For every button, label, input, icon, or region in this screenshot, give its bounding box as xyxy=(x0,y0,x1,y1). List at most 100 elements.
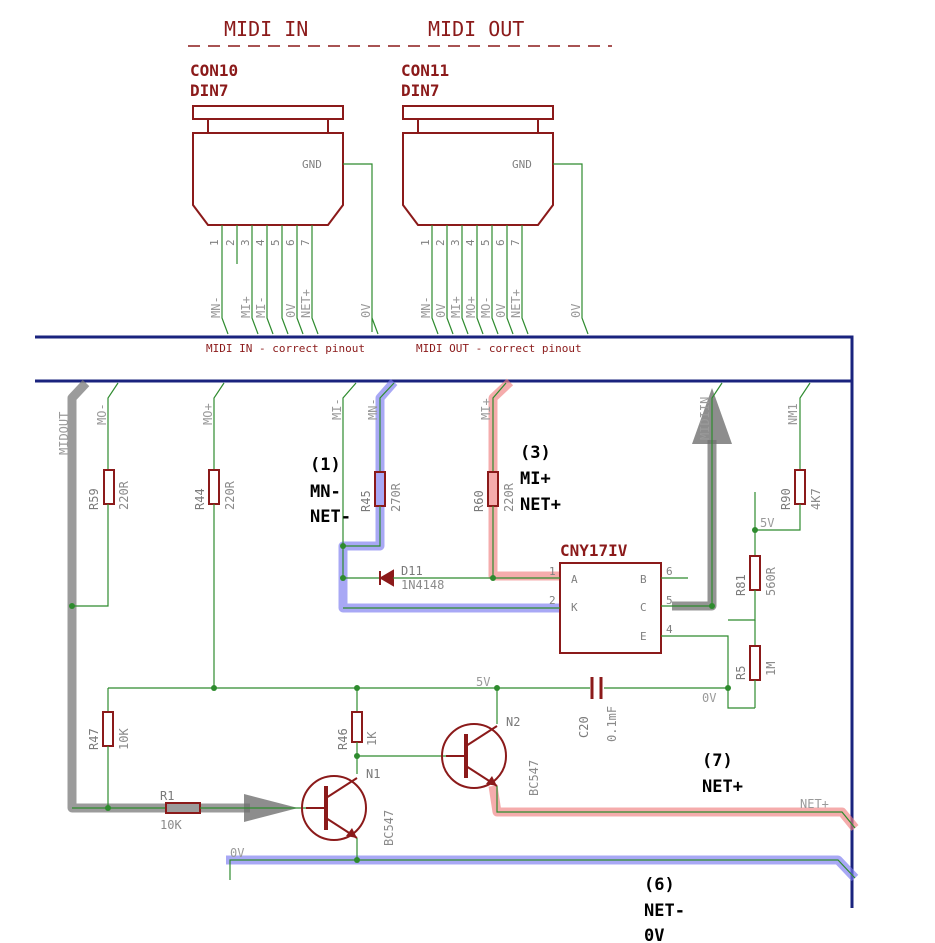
d11-val: 1N4148 xyxy=(401,578,444,592)
r90-val: 4K7 xyxy=(809,488,823,510)
con11-pin-4: 4 xyxy=(464,239,477,246)
con11-net-net-plus: NET+ xyxy=(509,289,523,318)
con11-gnd: GND xyxy=(512,158,532,171)
r45-val: 270R xyxy=(389,482,403,512)
r47-ref: R47 xyxy=(87,728,101,750)
r5-val: 1M xyxy=(764,662,778,676)
annotation-6-num: (6) xyxy=(644,875,675,895)
r45-ref: R45 xyxy=(359,490,373,512)
net-net-plus-label: NET+ xyxy=(800,797,829,811)
highlight-mi-plus-path xyxy=(488,378,560,581)
r1-val: 10K xyxy=(160,818,182,832)
midi-in-pinout-note: MIDI IN - correct pinout xyxy=(206,342,365,355)
con10-net-mi-minus: MI- xyxy=(254,296,268,318)
r1-ref: R1 xyxy=(160,789,174,803)
r60-ref: R60 xyxy=(472,490,486,512)
annotation-1-line1: MN- xyxy=(310,482,341,502)
con10-ref: CON10 xyxy=(190,61,238,80)
con10-gnd: GND xyxy=(302,158,322,171)
con11-pin-7: 7 xyxy=(509,239,522,246)
net-nm1-label: NM1 xyxy=(786,403,800,425)
annotation-3-num: (3) xyxy=(520,443,551,463)
cny17iv-pin-6: 6 xyxy=(666,565,673,578)
r44-ref: R44 xyxy=(193,488,207,510)
annotation-7-line1: NET+ xyxy=(702,777,743,797)
annotation-1-line2: NET- xyxy=(310,507,351,527)
r60-val: 220R xyxy=(502,482,516,512)
r5-ref: R5 xyxy=(734,666,748,680)
con11-pin-5: 5 xyxy=(479,239,492,246)
con11-pin-3: 3 xyxy=(449,239,462,246)
midi-out-title: MIDI OUT xyxy=(428,17,524,41)
transistor-n2: N2 BC547 xyxy=(441,688,541,796)
net-0v-label-bottom: 0V xyxy=(230,846,244,860)
con11-net-0v: 0V xyxy=(434,304,448,318)
con10-pin-1: 1 xyxy=(208,239,221,246)
con10-net-net-plus: NET+ xyxy=(299,289,313,318)
r59-val: 220R xyxy=(117,480,131,510)
net-mn-minus-label: MN- xyxy=(366,398,380,420)
net-midiout-label: MIDOUT xyxy=(57,412,71,455)
r81-ref: R81 xyxy=(734,574,748,596)
con10-pin-7: 7 xyxy=(299,239,312,246)
con10-pin-3: 3 xyxy=(239,239,252,246)
net-mo-plus-label: MO+ xyxy=(201,403,215,425)
net-5v-label-rail: 5V xyxy=(476,675,490,689)
con11-net-mn: MN- xyxy=(419,296,433,318)
net-5v-label-right: 5V xyxy=(760,516,774,530)
c20-val: 0.1mF xyxy=(605,706,619,742)
resistor-r46 xyxy=(351,711,363,743)
con10-pin-5: 5 xyxy=(269,239,282,246)
transistor-n1: N1 BC547 xyxy=(301,767,396,846)
annotation-7-num: (7) xyxy=(702,751,733,771)
con10-net-mn: MN- xyxy=(209,296,223,318)
con10-net-mi-plus: MI+ xyxy=(239,296,253,318)
annotation-3-line2: NET+ xyxy=(520,495,561,515)
cny17iv-pin-4: 4 xyxy=(666,623,673,636)
cny17iv-pin-a: A xyxy=(571,573,578,586)
bus-upper xyxy=(35,335,854,908)
d11-ref: D11 xyxy=(401,564,423,578)
n1-val: BC547 xyxy=(382,810,396,846)
optocoupler-cny17iv: CNY17IV A K B C E 1 2 6 5 4 xyxy=(343,541,755,709)
net-mo-minus-label: MO- xyxy=(95,403,109,425)
cny17iv-pin-2: 2 xyxy=(549,594,556,607)
capacitor-c20 xyxy=(590,677,603,699)
connector-con11: CON11 DIN7 GND 1 2 3 4 5 6 7 MN- 0V MI+ … xyxy=(401,61,589,335)
n2-val: BC547 xyxy=(527,760,541,796)
con11-net-mi-plus: MI+ xyxy=(449,296,463,318)
n2-ref: N2 xyxy=(506,715,520,729)
con11-ref: CON11 xyxy=(401,61,449,80)
con11-type: DIN7 xyxy=(401,81,440,100)
highlight-midiin-path xyxy=(672,440,717,611)
resistor-r59 xyxy=(103,469,115,505)
cny17iv-pin-k: K xyxy=(571,601,578,614)
resistor-r47 xyxy=(102,711,114,747)
cny17iv-pin-1: 1 xyxy=(549,565,556,578)
r59-ref: R59 xyxy=(87,488,101,510)
r81-val: 560R xyxy=(764,566,778,596)
cny17iv-pin-c: C xyxy=(640,601,647,614)
con10-ground-net: 0V xyxy=(359,304,373,318)
con10-type: DIN7 xyxy=(190,81,229,100)
annotation-1-num: (1) xyxy=(310,455,341,475)
r90-ref: R90 xyxy=(779,488,793,510)
net-0v-label-right: 0V xyxy=(702,691,716,705)
annotation-3-line1: MI+ xyxy=(520,469,551,489)
con11-net-mo-minus: MO- xyxy=(479,296,493,318)
con10-net-0v: 0V xyxy=(284,304,298,318)
con10-pin-6: 6 xyxy=(284,239,297,246)
con11-net-0v-b: 0V xyxy=(494,304,508,318)
con11-net-mo-plus: MO+ xyxy=(464,296,478,318)
cny17iv-pin-b: B xyxy=(640,573,647,586)
n1-ref: N1 xyxy=(366,767,380,781)
resistor-r81 xyxy=(749,555,761,591)
midi-in-title: MIDI IN xyxy=(224,17,308,41)
net-mi-plus-label: MI+ xyxy=(479,398,493,420)
midi-out-pinout-note: MIDI OUT - correct pinout xyxy=(416,342,582,355)
con11-ground-net: 0V xyxy=(569,304,583,318)
con11-pin-1: 1 xyxy=(419,239,432,246)
net-midiin-label: MIDIIN xyxy=(698,397,712,440)
connector-con10: CON10 DIN7 GND 1 2 3 4 5 6 7 MN- MI+ MI-… xyxy=(190,61,379,335)
